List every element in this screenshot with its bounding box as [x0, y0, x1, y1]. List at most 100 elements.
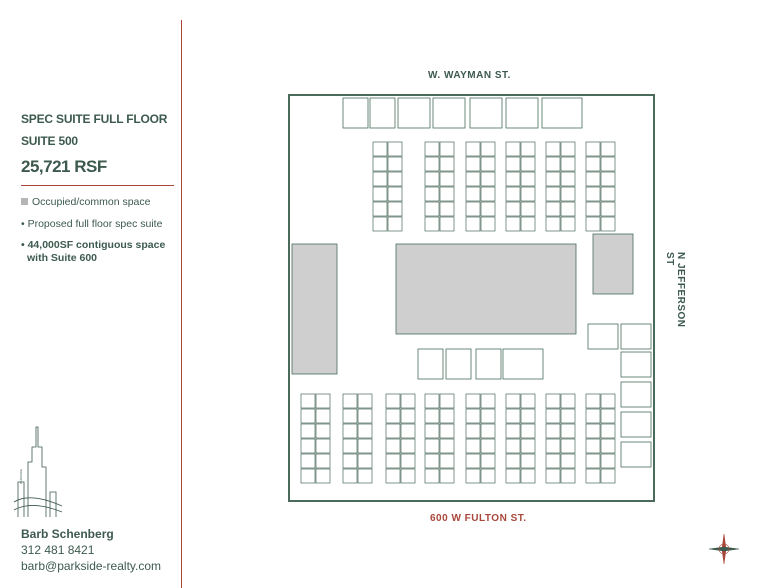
desk	[585, 453, 601, 469]
desk	[400, 423, 416, 439]
desk	[545, 453, 561, 469]
desk	[480, 141, 496, 157]
desk	[520, 438, 536, 454]
desk	[357, 438, 373, 454]
desk	[372, 201, 388, 217]
desk	[520, 216, 536, 232]
desk	[560, 201, 576, 217]
desk	[480, 468, 496, 484]
desk	[505, 393, 521, 409]
desk	[520, 408, 536, 424]
desk	[600, 408, 616, 424]
street-east: N JEFFERSON ST	[664, 252, 686, 328]
contact-phone: 312 481 8421	[21, 543, 95, 557]
south-offices	[417, 323, 652, 468]
desk	[342, 408, 358, 424]
desk	[387, 186, 403, 202]
desk	[439, 408, 455, 424]
desk	[520, 468, 536, 484]
desk	[385, 408, 401, 424]
desk	[560, 423, 576, 439]
desk	[400, 408, 416, 424]
bullet-contiguous-line1: • 44,000SF contiguous space	[21, 239, 166, 251]
desk	[505, 468, 521, 484]
desk	[585, 438, 601, 454]
desk	[600, 141, 616, 157]
desk	[300, 453, 316, 469]
desk	[600, 468, 616, 484]
desk	[480, 423, 496, 439]
desk	[520, 141, 536, 157]
desk	[505, 171, 521, 187]
desk	[424, 156, 440, 172]
desk	[505, 201, 521, 217]
compass-rose-icon	[708, 533, 740, 565]
desk	[424, 393, 440, 409]
desk	[545, 156, 561, 172]
desk	[465, 216, 481, 232]
street-north: W. WAYMAN ST.	[428, 70, 511, 81]
desk	[560, 186, 576, 202]
desk	[545, 216, 561, 232]
desk	[439, 468, 455, 484]
sidebar-divider	[181, 20, 182, 588]
desk	[300, 408, 316, 424]
desk	[465, 438, 481, 454]
desk	[520, 171, 536, 187]
desk	[480, 438, 496, 454]
desk	[465, 393, 481, 409]
contact-email[interactable]: barb@parkside-realty.com	[21, 559, 162, 573]
desk	[545, 141, 561, 157]
desk	[480, 453, 496, 469]
suite-number: SUITE 500	[21, 134, 78, 148]
desk	[600, 186, 616, 202]
desk	[585, 393, 601, 409]
desk	[465, 171, 481, 187]
desk	[315, 423, 331, 439]
desk	[387, 156, 403, 172]
desk	[560, 141, 576, 157]
desk	[315, 453, 331, 469]
west-stair	[291, 243, 338, 375]
desk	[342, 453, 358, 469]
desk	[585, 141, 601, 157]
desk	[520, 156, 536, 172]
desk	[560, 438, 576, 454]
desk	[439, 141, 455, 157]
desk	[315, 468, 331, 484]
east-stair	[592, 233, 634, 295]
desk	[387, 201, 403, 217]
desk	[357, 423, 373, 439]
desk	[300, 438, 316, 454]
workstations	[300, 141, 616, 484]
desk	[372, 141, 388, 157]
desk	[357, 468, 373, 484]
desk	[505, 438, 521, 454]
desk	[385, 453, 401, 469]
desk	[424, 453, 440, 469]
desk	[342, 468, 358, 484]
desk	[387, 141, 403, 157]
desk	[560, 216, 576, 232]
desk	[585, 186, 601, 202]
desk	[505, 216, 521, 232]
desk	[385, 423, 401, 439]
desk	[520, 423, 536, 439]
divider-rule	[21, 185, 174, 186]
desk	[439, 186, 455, 202]
contact-name: Barb Schenberg	[21, 527, 114, 541]
legend-occupied-label: Occupied/common space	[32, 196, 151, 208]
desk	[465, 408, 481, 424]
desk	[480, 171, 496, 187]
desk	[465, 156, 481, 172]
desk	[424, 141, 440, 157]
desk	[400, 453, 416, 469]
desk	[315, 408, 331, 424]
desk	[439, 453, 455, 469]
desk	[585, 156, 601, 172]
desk	[600, 453, 616, 469]
desk	[585, 468, 601, 484]
desk	[560, 408, 576, 424]
desk	[505, 186, 521, 202]
svg-text:PARKSIDE: PARKSIDE	[19, 469, 23, 484]
